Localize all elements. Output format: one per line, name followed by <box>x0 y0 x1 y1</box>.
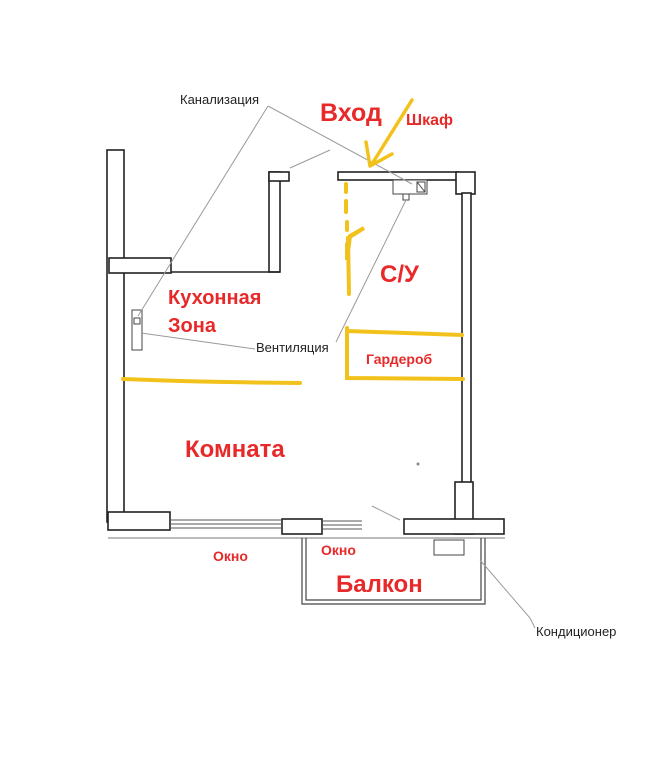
wall-left <box>106 149 125 523</box>
balcony-outline <box>301 538 486 605</box>
wall-kitchen-stub <box>108 257 172 274</box>
kitchen-label-line2: Зона <box>168 315 217 337</box>
air-conditioner-unit <box>433 539 465 556</box>
room-mark <box>416 462 420 466</box>
window-left-label: Окно <box>213 548 248 564</box>
wall-niche-cap <box>268 171 290 182</box>
wardrobe-label: Гардероб <box>366 351 433 367</box>
wall-right-corner-top <box>455 171 476 195</box>
closet-label: Шкаф <box>406 112 453 129</box>
leader-lines <box>137 105 536 629</box>
wall-bottom-left <box>107 511 171 531</box>
balcony-label: Балкон <box>336 571 423 598</box>
wall-bottom-right <box>403 518 505 535</box>
wall-niche-vertical <box>268 171 281 273</box>
walls <box>106 149 505 535</box>
room-label: Комната <box>185 436 285 463</box>
ventilation-label: Вентиляция <box>256 340 329 355</box>
entrance-label: Вход <box>320 99 382 127</box>
bathroom-wall-mark <box>345 226 366 296</box>
kitchen-room-divider <box>121 377 302 385</box>
kitchen-label-line1: Кухонная <box>168 287 261 309</box>
bathroom-label: С/У <box>380 261 420 288</box>
bathroom-shaft <box>392 179 428 195</box>
sewerage-label: Канализация <box>180 92 259 107</box>
wall-right <box>461 192 472 484</box>
wardrobe-outline <box>345 326 465 381</box>
window-right-label: Окно <box>321 542 356 558</box>
arrow-down-left-icon <box>364 98 414 168</box>
air-conditioner-label: Кондиционер <box>536 624 616 639</box>
bathroom-vent-mark <box>402 193 410 201</box>
zone-marks <box>121 182 465 385</box>
wall-mullion <box>281 518 323 535</box>
kitchen-shaft <box>131 309 143 351</box>
